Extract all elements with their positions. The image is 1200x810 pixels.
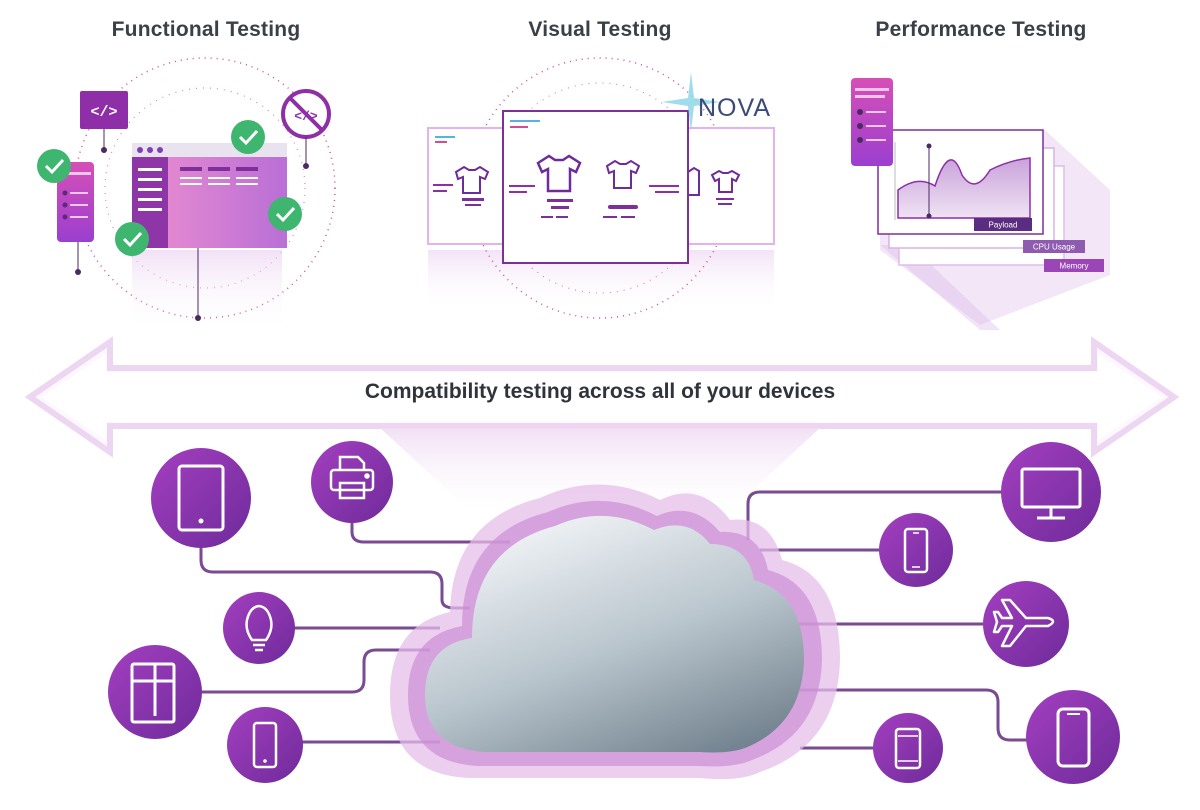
- memory-chip: Memory: [1060, 262, 1089, 271]
- heading-functional-testing: Functional Testing: [111, 18, 301, 41]
- device-smartphone-left: [227, 707, 303, 783]
- performance-testing-illustration: Payload CPU Usage Memory: [851, 78, 1110, 330]
- visual-testing-illustration: NOVA: [427, 57, 775, 319]
- svg-text:</>: </>: [90, 104, 117, 121]
- compatibility-banner-text: Compatibility testing across all of your…: [364, 380, 836, 403]
- device-tablet: [151, 448, 251, 548]
- smartphone-icon: [252, 721, 278, 769]
- printer-icon: [329, 455, 375, 500]
- blocked-code-icon: </>: [281, 89, 331, 139]
- lightbulb-icon: [245, 604, 273, 652]
- device-monitor: [1001, 442, 1101, 542]
- check-icon: [268, 197, 302, 231]
- smartphone-icon: [894, 727, 922, 770]
- check-icon: [231, 120, 265, 154]
- smartphone-icon: [1056, 707, 1091, 768]
- tablet-icon: [177, 464, 225, 532]
- cpu-usage-chip: CPU Usage: [1033, 243, 1076, 252]
- functional-testing-illustration: </> </>: [37, 57, 336, 332]
- smartphone-icon: [903, 527, 929, 574]
- device-lightbulb: [223, 592, 295, 664]
- refrigerator-icon: [130, 662, 176, 724]
- device-smartphone-right-3: [873, 713, 943, 783]
- code-icon: </>: [80, 91, 128, 129]
- check-icon: [37, 149, 71, 183]
- svg-text:NOVA: NOVA: [698, 94, 771, 122]
- device-printer: [311, 441, 393, 523]
- heading-performance-testing: Performance Testing: [875, 18, 1087, 41]
- device-airplane: [983, 581, 1069, 667]
- device-smartphone-right-2: [1026, 690, 1120, 784]
- compatibility-arrow: [24, 336, 1180, 458]
- payload-chip: Payload: [989, 221, 1018, 230]
- monitor-icon: [1020, 467, 1082, 520]
- check-icon: [115, 222, 149, 256]
- device-refrigerator: [108, 645, 202, 739]
- cloud: [390, 484, 840, 780]
- heading-visual-testing: Visual Testing: [528, 18, 672, 41]
- nova-logo: NOVA: [662, 72, 771, 132]
- airplane-icon: [992, 598, 1055, 648]
- device-smartphone-right-1: [879, 513, 953, 587]
